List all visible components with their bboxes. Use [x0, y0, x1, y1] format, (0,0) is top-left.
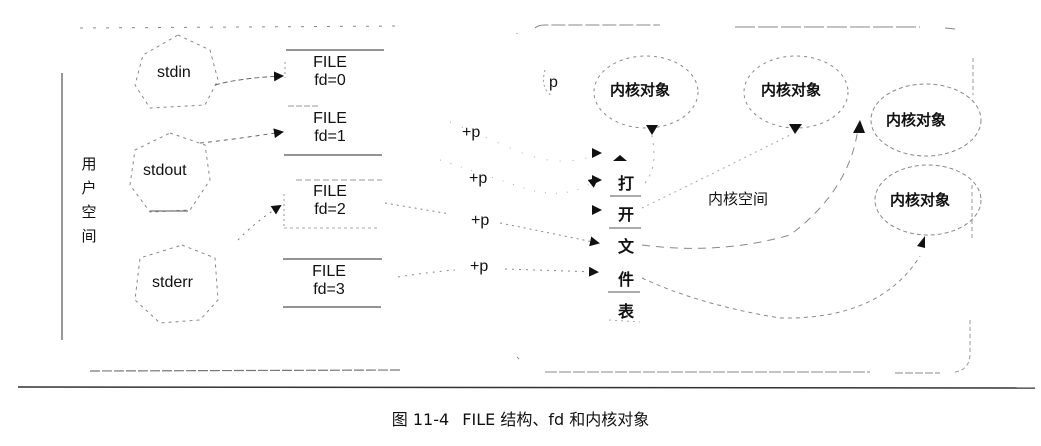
stdin-arrow — [214, 71, 284, 86]
file-title: FILE — [313, 183, 347, 200]
table-char: 开 — [617, 205, 634, 224]
file2-to-table-arrow — [384, 202, 598, 243]
stderr-arrow — [237, 204, 282, 241]
table-char: 件 — [617, 270, 634, 289]
file-struct-3-label: FILE fd=3 — [299, 263, 359, 299]
file3-to-table-arrow — [397, 269, 597, 277]
user-space-char: 间 — [81, 227, 97, 245]
file-struct-1-label: FILE fd=1 — [300, 110, 360, 146]
fd-value: fd=0 — [314, 72, 346, 89]
kernel-object-1: 内核对象 — [610, 81, 671, 99]
file-struct-0-label: FILE fd=0 — [300, 54, 360, 90]
kernel-object-3: 内核对象 — [886, 111, 947, 129]
user-space-char: 空 — [81, 203, 97, 221]
file-title: FILE — [312, 263, 346, 280]
offset-label-4: +p — [470, 258, 489, 275]
user-space-label: 用 户 空 间 — [80, 152, 98, 248]
kernel-space-region — [516, 24, 974, 374]
open-file-table — [608, 155, 641, 323]
table-char: 表 — [617, 302, 634, 321]
fd-value: fd=1 — [314, 128, 346, 145]
obj3-arrow — [641, 127, 859, 249]
user-space-region — [61, 25, 401, 372]
kernel-space-label: 内核空间 — [708, 190, 769, 208]
base-pointer-label: p — [549, 74, 558, 91]
figure-caption: 图 11-4 FILE 结构、fd 和内核对象 — [0, 406, 1041, 430]
figure-number: 图 11-4 — [391, 410, 450, 429]
file-struct-0 — [284, 49, 384, 78]
stdout-label: stdout — [143, 162, 187, 179]
stdout-arrow — [199, 128, 284, 144]
figure-title: FILE 结构、fd 和内核对象 — [462, 410, 650, 429]
kernel-object-2-shape — [743, 55, 849, 129]
base-pointer-shape — [543, 69, 553, 97]
offset-label-3: +p — [471, 212, 490, 229]
file-title: FILE — [313, 110, 347, 127]
kernel-object-2: 内核对象 — [761, 81, 822, 99]
file-struct-2-label: FILE fd=2 — [300, 183, 360, 219]
obj1-arrow — [644, 127, 655, 184]
kernel-object-4-shape — [874, 164, 982, 236]
file-struct-2 — [283, 179, 382, 229]
table-char: 打 — [617, 174, 634, 193]
file-title: FILE — [313, 54, 347, 71]
offset-label-1: +p — [462, 124, 481, 141]
kernel-object-1-shape — [593, 55, 699, 129]
obj2-arrow — [641, 134, 791, 209]
file-struct-1 — [284, 105, 382, 156]
stdout-shape — [129, 132, 211, 213]
user-space-char: 用 — [81, 155, 97, 173]
fd-value: fd=3 — [313, 281, 345, 298]
user-space-char: 户 — [81, 179, 97, 197]
stderr-label: stderr — [152, 274, 193, 291]
offset-label-2: +p — [469, 170, 488, 187]
kernel-object-4: 内核对象 — [890, 191, 951, 209]
kernel-object-3-shape — [870, 83, 982, 157]
fd-value: fd=2 — [314, 201, 346, 218]
file-struct-3 — [283, 258, 382, 308]
obj4-arrow — [641, 255, 921, 319]
table-char: 文 — [617, 237, 634, 256]
file1-to-table-arrow — [439, 159, 599, 194]
stdin-label: stdin — [157, 64, 191, 81]
stderr-shape — [134, 244, 219, 324]
page-rule — [17, 386, 1036, 389]
